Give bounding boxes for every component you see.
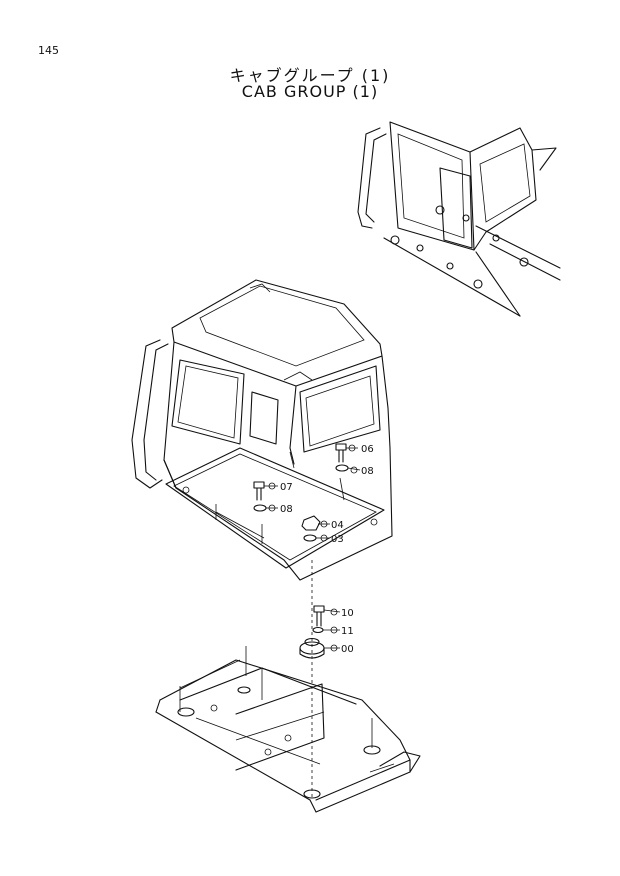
callout-11: 11 (341, 626, 354, 637)
callout-00: 00 (341, 644, 354, 655)
callout-10: 10 (341, 608, 354, 619)
inset-cab-detail (357, 121, 561, 317)
callout-06: 06 (361, 444, 374, 455)
callout-08-upper: 08 (361, 466, 374, 477)
base-frame (155, 646, 421, 813)
page-number: 145 (38, 44, 59, 57)
callout-08-lower: 08 (280, 504, 293, 515)
callouts: 06 08 07 08 04 03 10 11 00 (264, 444, 374, 655)
title-japanese: キャブグループ (1) (229, 66, 391, 85)
title-english: CAB GROUP (1) (241, 82, 379, 101)
callout-03: 03 (331, 534, 344, 545)
callout-07: 07 (280, 482, 293, 493)
callout-04: 04 (331, 520, 344, 531)
cab-body (131, 279, 393, 581)
